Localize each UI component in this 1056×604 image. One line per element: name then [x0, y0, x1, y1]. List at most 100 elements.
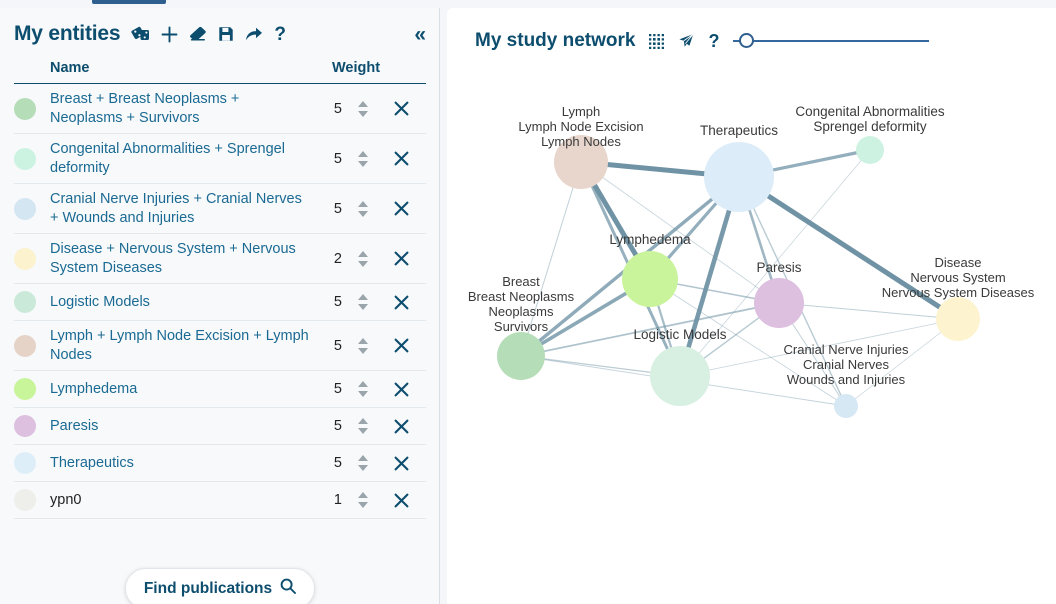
network-node[interactable] [704, 142, 774, 212]
stepper-down-icon[interactable] [358, 160, 368, 167]
stepper-up-icon[interactable] [358, 337, 368, 344]
entity-weight: 5 [333, 150, 342, 167]
entity-name[interactable]: ypn0 [50, 492, 82, 509]
weight-stepper[interactable] [350, 150, 376, 167]
slider-handle[interactable] [739, 33, 755, 48]
stepper-down-icon[interactable] [358, 304, 368, 311]
stepper-up-icon[interactable] [358, 492, 368, 499]
entity-name[interactable]: Disease + Nervous System + Nervous Syste… [50, 241, 296, 276]
entity-name[interactable]: Lymph + Lymph Node Excision + Lymph Node… [50, 328, 309, 363]
stepper-down-icon[interactable] [358, 428, 368, 435]
entity-color-swatch [14, 415, 50, 438]
entity-name[interactable]: Breast + Breast Neoplasms + Neoplasms + … [50, 91, 240, 126]
dice-icon[interactable] [131, 26, 150, 43]
table-row[interactable]: Lymph + Lymph Node Excision + Lymph Node… [14, 321, 426, 372]
remove-entity-button[interactable] [376, 101, 426, 116]
collapse-panel-button[interactable]: « [414, 22, 426, 46]
table-row[interactable]: Congenital Abnormalities + Sprengel defo… [14, 134, 426, 185]
entity-name[interactable]: Logistic Models [50, 294, 150, 311]
eraser-icon[interactable] [189, 26, 207, 42]
network-node[interactable] [622, 251, 678, 307]
entity-name[interactable]: Congenital Abnormalities + Sprengel defo… [50, 141, 285, 176]
entity-weight: 5 [333, 294, 342, 311]
close-icon [394, 151, 408, 166]
weight-stepper[interactable] [350, 100, 376, 117]
stepper-down-icon[interactable] [358, 347, 368, 354]
active-tab-indicator[interactable] [92, 0, 166, 4]
entity-name[interactable]: Cranial Nerve Injuries + Cranial Nerves … [50, 191, 302, 226]
stepper-down-icon[interactable] [358, 465, 368, 472]
remove-entity-button[interactable] [376, 338, 426, 353]
study-network-panel: My study network ? [447, 8, 1056, 604]
stepper-up-icon[interactable] [358, 250, 368, 257]
entity-name[interactable]: Paresis [50, 418, 99, 435]
close-icon [394, 251, 408, 266]
stepper-up-icon[interactable] [358, 294, 368, 301]
compress-icon[interactable] [648, 33, 665, 50]
network-node[interactable] [754, 278, 804, 328]
save-icon[interactable] [218, 26, 234, 42]
network-node-label: Paresis [756, 260, 801, 275]
remove-entity-button[interactable] [376, 295, 426, 310]
stepper-down-icon[interactable] [358, 210, 368, 217]
stepper-down-icon[interactable] [358, 260, 368, 267]
help-icon[interactable]: ? [274, 23, 286, 45]
remove-entity-button[interactable] [376, 251, 426, 266]
weight-stepper[interactable] [350, 455, 376, 472]
weight-stepper[interactable] [350, 492, 376, 509]
paper-plane-icon[interactable] [678, 33, 695, 50]
stepper-up-icon[interactable] [358, 418, 368, 425]
layout-strength-slider[interactable] [733, 32, 930, 50]
stepper-down-icon[interactable] [358, 502, 368, 509]
remove-entity-button[interactable] [376, 382, 426, 397]
network-node[interactable] [650, 346, 710, 406]
table-body: Breast + Breast Neoplasms + Neoplasms + … [14, 84, 426, 520]
weight-stepper[interactable] [350, 200, 376, 217]
stepper-down-icon[interactable] [358, 391, 368, 398]
close-icon [394, 295, 408, 310]
network-node[interactable] [554, 135, 608, 189]
remove-entity-button[interactable] [376, 419, 426, 434]
network-node[interactable] [497, 332, 545, 380]
entity-name[interactable]: Lymphedema [50, 381, 138, 398]
share-icon[interactable] [245, 26, 263, 42]
network-node[interactable] [936, 297, 980, 341]
stepper-up-icon[interactable] [358, 100, 368, 107]
stepper-up-icon[interactable] [358, 150, 368, 157]
weight-stepper[interactable] [350, 418, 376, 435]
network-node[interactable] [856, 136, 884, 164]
remove-entity-button[interactable] [376, 151, 426, 166]
table-row[interactable]: Cranial Nerve Injuries + Cranial Nerves … [14, 184, 426, 235]
weight-stepper[interactable] [350, 250, 376, 267]
weight-stepper[interactable] [350, 337, 376, 354]
plus-icon[interactable] [161, 26, 178, 43]
weight-stepper[interactable] [350, 294, 376, 311]
help-icon[interactable]: ? [708, 31, 720, 51]
remove-entity-button[interactable] [376, 456, 426, 471]
table-row[interactable]: Disease + Nervous System + Nervous Syste… [14, 234, 426, 285]
entity-weight: 5 [333, 200, 342, 217]
network-node[interactable] [834, 394, 858, 418]
search-icon [280, 578, 297, 599]
remove-entity-button[interactable] [376, 201, 426, 216]
stepper-up-icon[interactable] [358, 381, 368, 388]
stepper-down-icon[interactable] [358, 110, 368, 117]
weight-stepper[interactable] [350, 381, 376, 398]
stepper-up-icon[interactable] [358, 200, 368, 207]
find-publications-button[interactable]: Find publications [124, 568, 316, 604]
table-row[interactable]: Breast + Breast Neoplasms + Neoplasms + … [14, 84, 426, 135]
table-row[interactable]: Logistic Models 5 [14, 284, 426, 322]
stepper-up-icon[interactable] [358, 455, 368, 462]
remove-entity-button[interactable] [376, 493, 426, 508]
entity-name[interactable]: Therapeutics [50, 455, 134, 472]
